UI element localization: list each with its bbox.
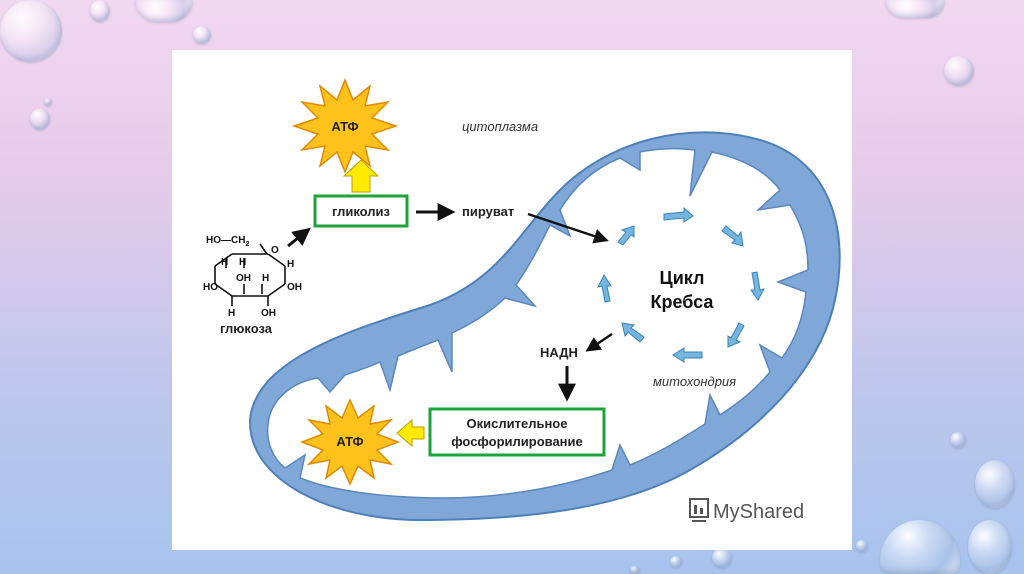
mitochondrion-matrix [266, 147, 809, 499]
water-drop [975, 460, 1015, 508]
glucose-atom: H [287, 259, 294, 270]
glucose-atom: O [271, 245, 279, 256]
water-drop [44, 98, 52, 106]
pyruvate-label: пируват [462, 204, 514, 219]
water-drop [90, 0, 110, 22]
cycle-arrow [727, 322, 745, 348]
water-drop [670, 556, 682, 568]
water-drop [712, 548, 732, 568]
cycle-arrow [663, 206, 694, 223]
water-drop [630, 566, 640, 574]
glucose-atom: OH [236, 273, 251, 284]
yellow-up-arrow [342, 159, 380, 193]
atp-label: АТФ [331, 119, 358, 134]
water-drop [856, 540, 868, 552]
glucose-ch2-group: HO—CH2 [206, 235, 249, 248]
krebs-cycle-arrows [597, 206, 765, 363]
atp-star-top: АТФ [291, 77, 399, 175]
water-drop [950, 432, 966, 448]
nadh-label: НАДН [540, 345, 578, 360]
water-drop [193, 26, 211, 44]
glycolysis-label: гликолиз [332, 204, 391, 219]
cycle-arrow [597, 273, 612, 303]
arrow-glucose-to-glycolysis [287, 227, 311, 248]
krebs-cycle-label: Цикл [660, 268, 705, 288]
glucose-atom: OH [287, 282, 302, 293]
water-drop [0, 0, 62, 62]
watermark-text: MyShared [713, 501, 804, 523]
cycle-arrow [617, 225, 635, 246]
mitochondrion-label: митохондрия [653, 374, 736, 389]
glucose-atom: H [239, 257, 246, 268]
water-drop [944, 56, 974, 86]
cycle-arrow [750, 271, 765, 301]
oxphos-label: Окислительное [467, 416, 568, 431]
water-drop [135, 0, 193, 22]
cycle-arrow [672, 347, 703, 363]
myshared-watermark: MyShared [689, 498, 804, 523]
yellow-left-arrow [396, 418, 425, 448]
krebs-cycle-label: Кребса [651, 292, 715, 312]
cytoplasm-label: цитоплазма [462, 119, 538, 134]
glucose-structure [214, 243, 286, 306]
oxphos-label: фосфорилирование [451, 434, 583, 449]
glycolysis-box: гликолиз [313, 194, 409, 228]
glucose-atoms: HO—CH2 H O H OH H H HO OH H OH [203, 235, 302, 319]
cycle-arrow [721, 225, 744, 247]
glucose-atom: HO [203, 282, 218, 293]
atp-label: АТФ [336, 434, 363, 449]
arrow-krebs-to-nadh [585, 332, 613, 352]
water-drop [968, 520, 1012, 574]
glucose-atom: OH [261, 308, 276, 319]
glucose-label: глюкоза [220, 321, 273, 336]
arrow-pyruvate-to-krebs [527, 212, 609, 244]
glucose-atom: H [221, 257, 228, 268]
water-drop [885, 0, 945, 18]
cycle-arrow [621, 322, 645, 343]
water-drop [30, 108, 50, 130]
glucose-atom: H [228, 308, 235, 319]
glucose-atom: H [262, 273, 269, 284]
oxidative-phosphorylation-box: Окислительное фосфорилирование [428, 407, 606, 457]
atp-star-bottom: АТФ [299, 398, 401, 486]
